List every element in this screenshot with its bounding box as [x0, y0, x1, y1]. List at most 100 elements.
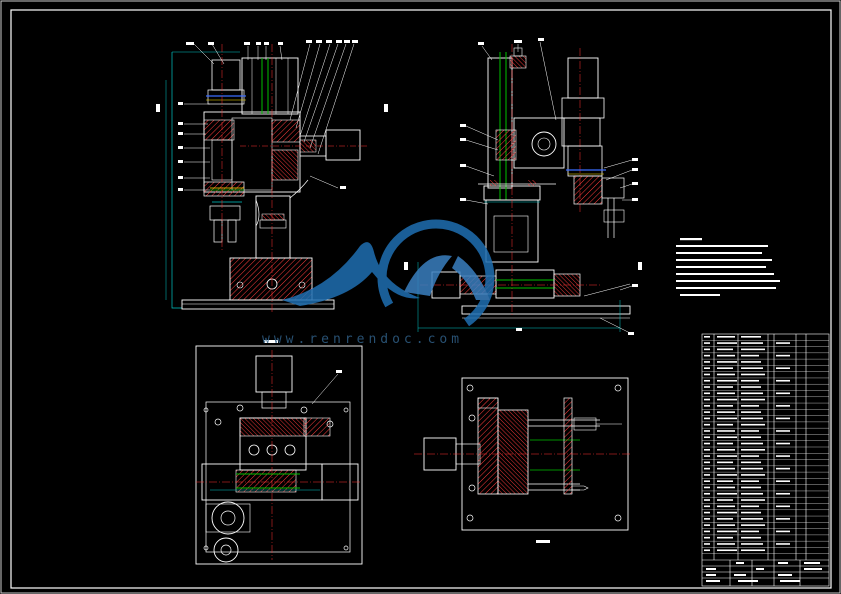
table-cell-glyph — [717, 492, 737, 495]
table-cell-glyph — [741, 436, 761, 439]
table-cell-glyph — [704, 524, 710, 526]
table-cell-glyph — [717, 379, 737, 382]
table-cell-glyph — [704, 379, 710, 382]
table-cell-glyph — [717, 392, 735, 395]
table-cell-glyph — [717, 354, 735, 357]
title-block-glyphs — [706, 562, 822, 582]
table-cell-glyph — [776, 518, 790, 520]
table-cell-glyph — [741, 511, 761, 514]
table-cell-glyph — [717, 348, 733, 351]
table-cell-glyph — [717, 442, 733, 445]
table-cell-glyph — [704, 543, 710, 545]
table-cell-glyph — [741, 379, 759, 382]
table-cell-glyph — [717, 461, 733, 464]
table-cell-glyph — [717, 423, 733, 426]
table-cell-glyph — [704, 342, 710, 344]
table-cell-glyph — [741, 449, 765, 451]
table-cell-glyph — [776, 367, 790, 369]
table-cell-glyph — [741, 336, 761, 338]
table-cell-glyph — [704, 480, 710, 482]
table-cell-glyph — [741, 505, 759, 508]
table-cell-glyph — [704, 511, 710, 514]
table-cell-glyph — [704, 411, 710, 413]
table-cell-glyph — [717, 373, 735, 376]
table-cell-glyph — [776, 455, 790, 457]
table-cell-glyph — [776, 379, 790, 382]
table-cell-glyph — [776, 530, 790, 533]
top-view — [195, 340, 363, 565]
table-cell-glyph — [717, 342, 737, 344]
table-cell-glyph — [704, 430, 710, 432]
table-cell-glyph — [704, 423, 710, 426]
table-cell-glyph — [717, 505, 735, 508]
table-cell-glyph — [776, 480, 790, 482]
table-cell-glyph — [776, 442, 790, 445]
table-cell-glyph — [741, 373, 765, 376]
table-cell-glyph — [704, 492, 710, 495]
table-cell-glyph — [741, 492, 763, 495]
table-cell-glyph — [717, 549, 737, 552]
table-cell-glyph — [741, 499, 765, 501]
table-cell-glyph — [704, 499, 710, 501]
table-cell-glyph — [741, 348, 765, 351]
table-cell-glyph — [741, 486, 761, 489]
table-cell-glyph — [717, 361, 737, 363]
table-cell-glyph — [717, 518, 733, 520]
table-cell-glyph — [717, 386, 733, 388]
table-cell-glyph — [741, 524, 765, 526]
table-cell-glyph — [704, 536, 710, 539]
table-cell-glyph — [704, 398, 710, 401]
table-cell-glyph — [776, 492, 790, 495]
table-cell-glyph — [717, 430, 735, 432]
table-cell-glyph — [717, 499, 733, 501]
table-cell-glyph — [717, 536, 733, 539]
table-cell-glyph — [741, 386, 761, 388]
table-cell-glyph — [741, 423, 765, 426]
table-cell-glyph — [741, 361, 761, 363]
table-cell-glyph — [741, 342, 763, 344]
table-cell-glyph — [741, 480, 759, 482]
table-cell-glyph — [717, 398, 737, 401]
table-cell-glyph — [704, 549, 710, 552]
table-cell-glyph — [776, 354, 790, 357]
table-cell-glyph — [741, 442, 763, 445]
table-cell-glyph — [741, 417, 763, 420]
table-cell-glyph — [704, 436, 710, 439]
table-cell-glyph — [776, 430, 790, 432]
watermark-logo — [282, 219, 495, 337]
table-cell-glyph — [704, 405, 710, 407]
table-cell-glyph — [741, 392, 763, 395]
table-cell-glyph — [717, 480, 733, 482]
table-cell-glyph — [704, 367, 710, 369]
table-cell-glyph — [704, 361, 710, 363]
table-cell-glyph — [741, 367, 763, 369]
table-cell-glyph — [741, 354, 759, 357]
table-cell-glyph — [741, 536, 761, 539]
table-cell-glyph — [704, 530, 710, 533]
table-cell-glyph — [776, 467, 790, 470]
table-cell-glyph — [704, 461, 710, 464]
front-view — [156, 40, 388, 314]
table-cell-glyph — [717, 367, 733, 369]
plan-view — [414, 377, 630, 543]
table-cell-glyph — [717, 467, 735, 470]
table-cell-glyph — [776, 342, 790, 344]
table-cell-glyph — [704, 486, 710, 489]
table-cell-glyph — [741, 467, 763, 470]
table-cell-glyph — [717, 336, 735, 338]
table-cell-glyph — [704, 449, 710, 451]
table-cell-glyph — [704, 392, 710, 395]
table-cell-glyph — [717, 405, 733, 407]
table-cell-glyph — [704, 505, 710, 508]
side-view — [404, 38, 642, 335]
table-cell-glyph — [776, 405, 790, 407]
table-cell-glyph — [776, 392, 790, 395]
table-cell-glyph — [741, 430, 759, 432]
inner-frame — [10, 9, 832, 589]
table-cell-glyph — [741, 474, 765, 476]
table-cell-glyph — [717, 436, 737, 439]
